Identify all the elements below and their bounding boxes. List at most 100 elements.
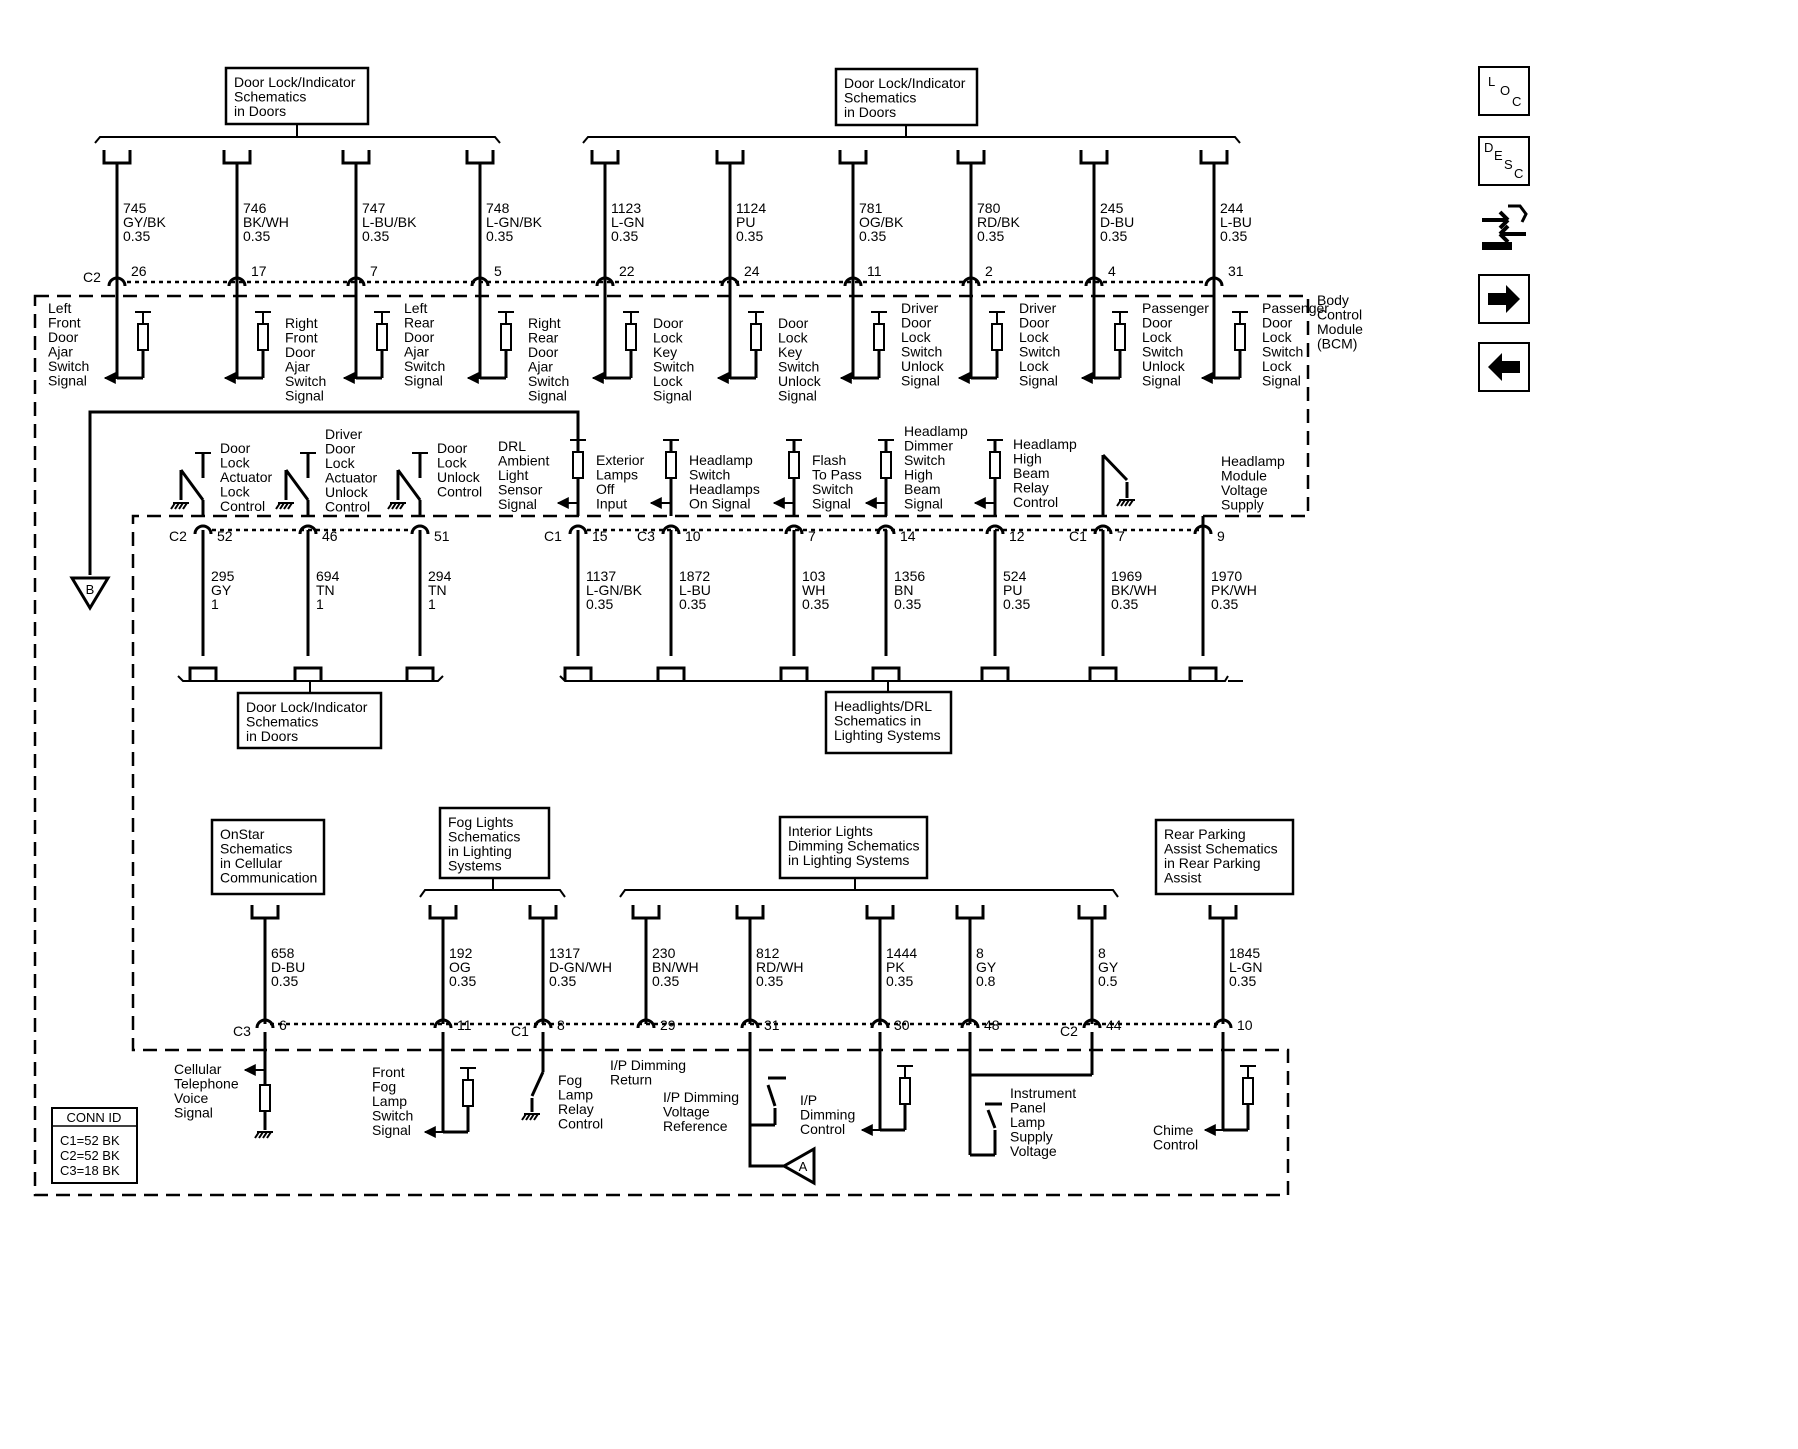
description-view-button[interactable]: D E S C: [1478, 136, 1530, 186]
signal-label-line: Off: [596, 481, 615, 497]
signal-label-line: Lock: [437, 455, 468, 471]
top-circuit-781: [838, 150, 887, 384]
bottom-circuit-812-4: [735, 905, 765, 1029]
top-bracket-left: [94, 124, 501, 144]
signal-label-line: Voice: [174, 1090, 208, 1106]
signal-label-line: Door: [653, 315, 684, 331]
pin-number: 26: [131, 263, 147, 279]
top-bracket-right: [582, 126, 1241, 144]
wire-id-245-line: 245: [1100, 200, 1124, 216]
signal-label-line: Signal: [285, 388, 324, 404]
signal-label-line: Signal: [812, 496, 851, 512]
ref-box-text-line: Fog Lights: [448, 814, 513, 830]
signal-label-line: Signal: [778, 388, 817, 404]
signal-label-line: Left: [48, 300, 71, 316]
mid-circuit-1137: [556, 439, 593, 681]
location-view-button[interactable]: L O C: [1478, 66, 1530, 116]
signal-label-line: Door: [1019, 315, 1050, 331]
mid-circuit-694: [275, 452, 323, 681]
signal-label-line: Lock: [1262, 358, 1293, 374]
signal-label-line: Ajar: [404, 344, 429, 360]
pin-number: 11: [867, 263, 882, 279]
signal-label-line: Passenger: [1142, 300, 1209, 316]
signal-label-line: Switch: [1142, 344, 1183, 360]
connector-wrench-icon[interactable]: [1478, 200, 1530, 250]
signal-label-line: Lock: [1262, 329, 1293, 345]
wire-id-1123-line: 0.35: [611, 228, 638, 244]
drl-signal-label-line: Signal: [498, 496, 537, 512]
svg-text:C: C: [1512, 94, 1521, 109]
connector-id: C3: [637, 528, 655, 544]
signal-label-line: Beam: [904, 481, 941, 497]
signal-label-line: Control: [220, 498, 265, 514]
ref-box-text-line: in Doors: [234, 103, 286, 119]
signal-label-line: Signal: [901, 373, 940, 389]
signal-label-line: Supply: [1221, 497, 1264, 513]
signal-label-line: Control: [558, 1116, 603, 1132]
signal-label-line: Signal: [48, 373, 87, 389]
bottom-circuit-8-7: [1077, 905, 1107, 1029]
previous-page-arrow-icon[interactable]: [1478, 342, 1530, 392]
pin-number: 51: [434, 528, 450, 544]
wire-id-1124-line: PU: [736, 214, 755, 230]
signal-label-line: Front: [285, 330, 318, 346]
pin-number: 4: [1108, 263, 1116, 279]
pin-number: 10: [685, 528, 701, 544]
wire-id-780-line: 780: [977, 200, 1001, 216]
signal-label-line: Lamps: [596, 467, 638, 483]
wire-id-747-line: L-BU/BK: [362, 214, 417, 230]
top-circuit-745: [102, 150, 151, 384]
signal-label-line: Voltage: [1221, 482, 1268, 498]
signal-label-line: I/P: [800, 1092, 817, 1108]
svg-text:A: A: [799, 1159, 808, 1174]
signal-label-line: Driver: [325, 426, 363, 442]
wire-id-244-line: 0.35: [1220, 228, 1247, 244]
wire-id-781-line: 0.35: [859, 228, 886, 244]
wire-id-745-line: GY/BK: [123, 214, 166, 230]
signal-label-line: Door: [325, 441, 356, 457]
bottom-circuit-192-1: [428, 905, 458, 1029]
wire-id-781-line: OG/BK: [859, 214, 904, 230]
ref-box-text-line: OnStar: [220, 826, 265, 842]
pin-number: 31: [764, 1017, 780, 1033]
ref-box-text-line: in Lighting: [448, 843, 512, 859]
signal-label-line: Control: [325, 499, 370, 515]
signal-label-line: Signal: [372, 1122, 411, 1138]
bottom-circuit-1444-5: [865, 905, 895, 1029]
top-circuit-1123: [590, 150, 639, 384]
next-page-arrow-icon[interactable]: [1478, 274, 1530, 324]
signal-label-line: Signal: [404, 373, 443, 389]
signal-label-line: Signal: [1019, 373, 1058, 389]
ref-box-text-line: Systems: [448, 858, 502, 874]
drl-signal-label-line: DRL: [498, 438, 526, 454]
signal-label-line: Door: [901, 315, 932, 331]
signal-label-line: I/P Dimming: [610, 1057, 686, 1073]
signal-label-line: Unlock: [778, 373, 822, 389]
drl-signal-label-line: Ambient: [498, 453, 549, 469]
wire-id-1124-line: 0.35: [736, 228, 763, 244]
ref-box-text-line: Schematics: [448, 829, 520, 845]
conn-id-title: CONN ID: [67, 1110, 122, 1125]
svg-text:S: S: [1504, 157, 1513, 172]
signal-label-line: Passenger: [1262, 300, 1329, 316]
